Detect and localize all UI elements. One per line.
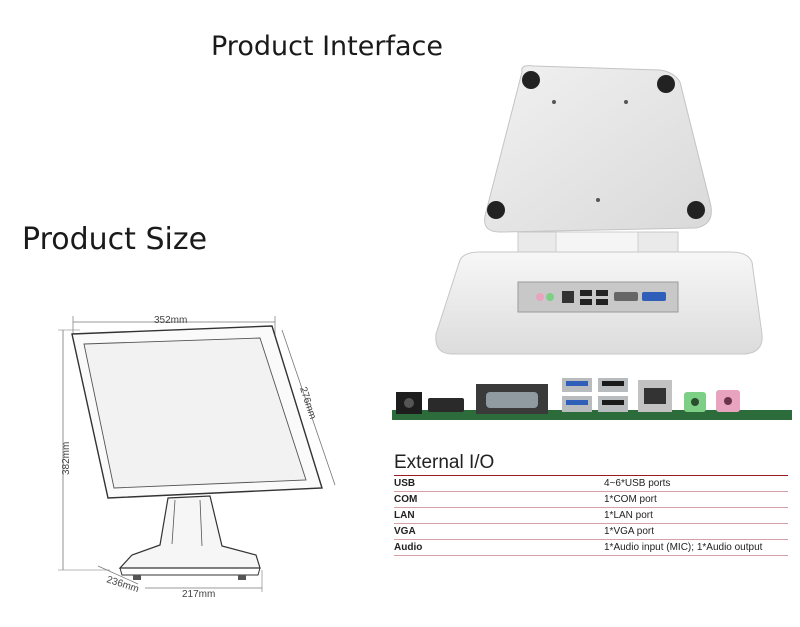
- io-port-name: LAN: [394, 507, 604, 524]
- external-io-section: External I/O USB 4~6*USB ports COM 1*COM…: [394, 452, 788, 556]
- io-port-desc: 1*VGA port: [604, 523, 788, 540]
- io-port-desc: 1*COM port: [604, 491, 788, 508]
- mic-jack-icon: [536, 293, 544, 301]
- product-size-heading: Product Size: [22, 222, 208, 257]
- io-port-desc: 1*LAN port: [604, 507, 788, 524]
- product-interface-heading: Product Interface: [211, 31, 443, 62]
- usb-port-icon: [580, 299, 592, 305]
- external-io-title: External I/O: [394, 452, 495, 473]
- table-row: USB 4~6*USB ports: [394, 475, 788, 492]
- dim-total-height: 382mm: [61, 442, 72, 475]
- dim-top-width: 352mm: [154, 315, 187, 326]
- audio-out-jack-icon: [546, 293, 554, 301]
- rubber-foot-icon: [487, 201, 505, 219]
- table-row: Audio 1*Audio input (MIC); 1*Audio outpu…: [394, 539, 788, 556]
- rubber-foot-icon: [522, 71, 540, 89]
- dimension-drawing: 352mm 382mm 276mm 236mm 217mm: [58, 315, 336, 600]
- dim-base-width: 217mm: [182, 589, 215, 600]
- usb-port-icon: [596, 299, 608, 305]
- io-board-photo: [392, 378, 792, 420]
- rubber-foot-icon: [657, 75, 675, 93]
- product-rear-photo: [435, 65, 763, 355]
- com-port-icon: [614, 292, 638, 301]
- usb-port-icon: [580, 290, 592, 296]
- lan-port-icon: [562, 291, 574, 303]
- vga-port-icon: [642, 292, 666, 301]
- io-port-name: Audio: [394, 539, 604, 556]
- rubber-foot-icon: [687, 201, 705, 219]
- io-port-desc: 1*Audio input (MIC); 1*Audio output: [604, 539, 788, 556]
- io-port-desc: 4~6*USB ports: [604, 475, 788, 492]
- hdmi-port-icon: [428, 398, 464, 412]
- io-port-name: VGA: [394, 523, 604, 540]
- external-io-table: USB 4~6*USB ports COM 1*COM port LAN 1*L…: [394, 475, 788, 556]
- io-port-name: USB: [394, 475, 604, 492]
- table-row: LAN 1*LAN port: [394, 507, 788, 524]
- table-row: VGA 1*VGA port: [394, 523, 788, 540]
- table-row: COM 1*COM port: [394, 491, 788, 508]
- usb-port-icon: [596, 290, 608, 296]
- io-port-name: COM: [394, 491, 604, 508]
